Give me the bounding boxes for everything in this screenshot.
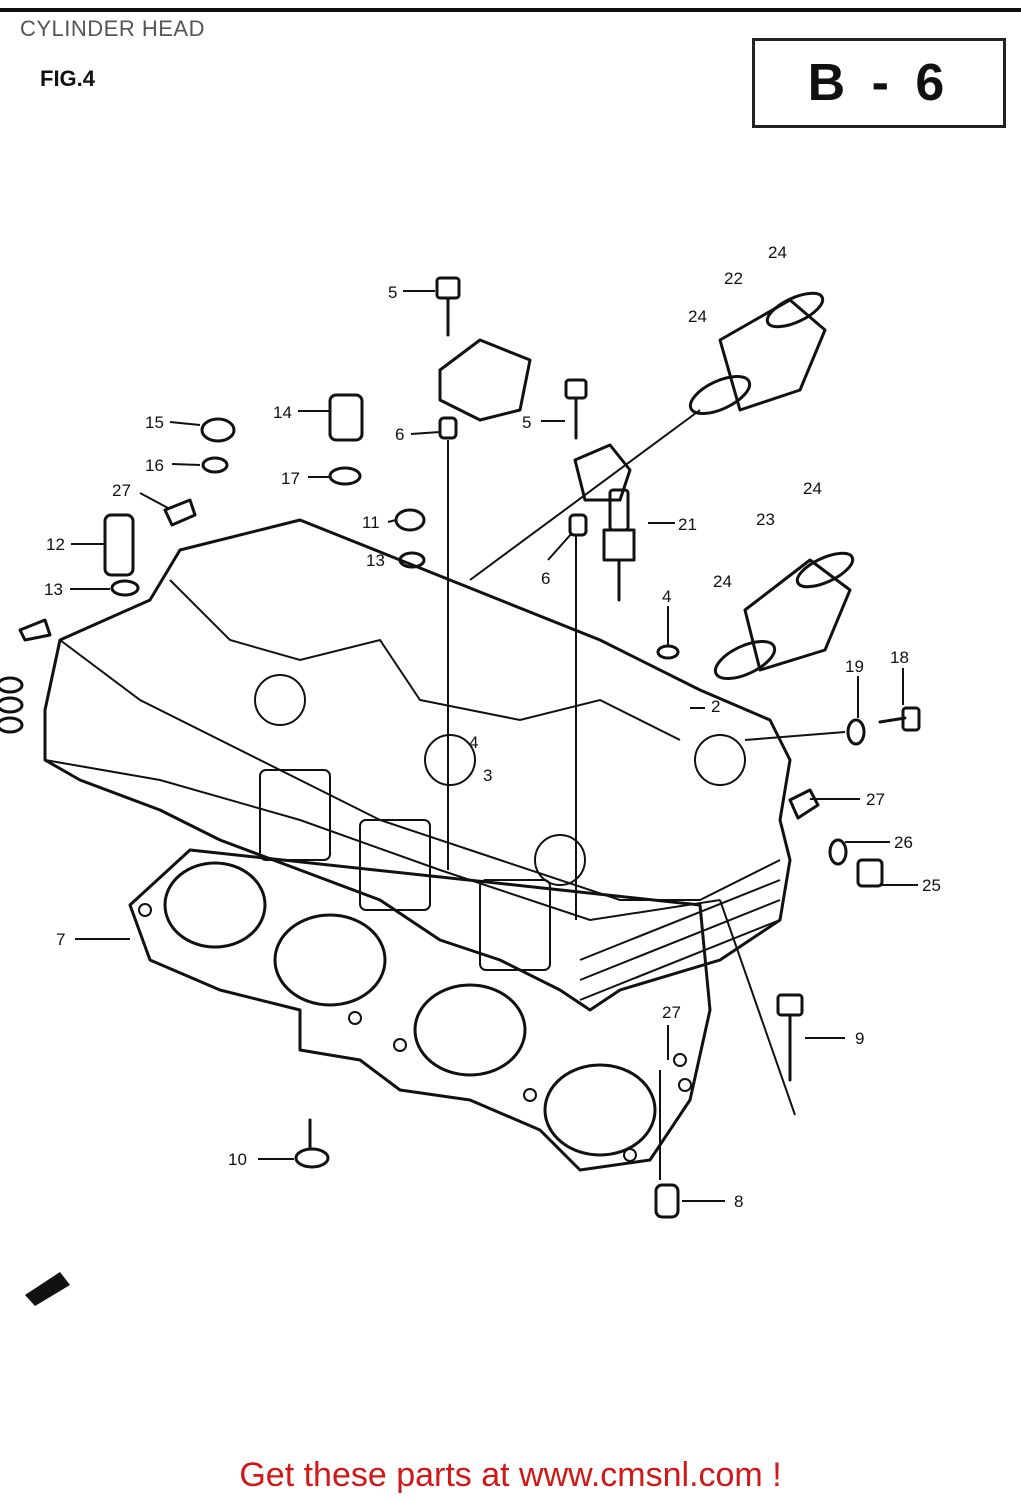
callout-24: 24 <box>688 307 707 326</box>
callout-27: 27 <box>662 1003 681 1022</box>
callout-11: 11 <box>362 513 380 532</box>
page-title: CYLINDER HEAD <box>20 16 205 41</box>
cylinder-head-drawing <box>43 518 792 1012</box>
sleeve-12 <box>103 513 135 577</box>
plug-27-left <box>163 498 197 527</box>
plug-25 <box>856 858 884 888</box>
callout-17: 17 <box>281 469 300 488</box>
plug-27-right <box>788 788 820 820</box>
callout-4: 4 <box>469 733 478 752</box>
bolt-10 <box>294 1118 330 1169</box>
callout-25: 25 <box>922 876 941 895</box>
washer-4 <box>656 644 680 660</box>
callout-6: 6 <box>395 425 404 444</box>
spark-plug-drawing <box>602 488 636 602</box>
callout-14: 14 <box>273 403 292 422</box>
callout-18: 18 <box>890 648 909 667</box>
callout-15: 15 <box>145 413 164 432</box>
washer-26 <box>828 838 848 866</box>
callout-5: 5 <box>388 283 397 302</box>
front-arrow-icon <box>25 1272 70 1306</box>
cam-cap-drawing <box>438 338 532 422</box>
top-rule <box>0 8 1021 12</box>
bolt-18 <box>878 706 921 732</box>
callout-13: 13 <box>366 551 385 570</box>
section-code-box: B - 6 <box>752 38 1006 128</box>
callout-7: 7 <box>56 930 65 949</box>
nut-15 <box>200 417 236 443</box>
callout-21: 21 <box>678 515 697 534</box>
callout-26: 26 <box>894 833 913 852</box>
callout-6: 6 <box>541 569 550 588</box>
callout-9: 9 <box>855 1029 864 1048</box>
figure-label: FIG.4 <box>40 66 96 91</box>
nut-11 <box>394 508 426 532</box>
bolt-5-mid <box>564 378 588 440</box>
callout-2: 2 <box>711 697 720 716</box>
callout-4: 4 <box>662 587 671 606</box>
dowel-6-top <box>438 416 458 440</box>
plug-cap-14 <box>328 393 364 442</box>
washer-13b <box>398 551 426 569</box>
dowel-6-mid <box>568 513 588 537</box>
callout-5: 5 <box>522 413 531 432</box>
callout-23: 23 <box>756 510 775 529</box>
leader-lines <box>70 290 918 1202</box>
washer-13 <box>110 579 140 597</box>
left-edge-parts <box>0 618 52 734</box>
washer-16 <box>201 456 229 474</box>
clamp-24-a <box>765 291 825 329</box>
oring-17 <box>328 466 362 486</box>
washer-19 <box>846 718 866 746</box>
callout-12: 12 <box>46 535 65 554</box>
callout-13: 13 <box>44 580 63 599</box>
callout-27: 27 <box>112 481 131 500</box>
callout-16: 16 <box>145 456 164 475</box>
section-code: B - 6 <box>807 54 951 112</box>
bolt-9 <box>776 993 804 1082</box>
callout-24: 24 <box>713 572 732 591</box>
clamp-24-b <box>688 374 752 416</box>
footer-promo-text: Get these parts at www.cmsnl.com ! <box>239 1456 782 1494</box>
callout-24: 24 <box>768 243 787 262</box>
callout-numbers: 24 22 24 5 14 15 5 6 16 17 27 11 21 24 2… <box>44 243 941 1211</box>
intake-pipe-23 <box>743 558 852 672</box>
callout-3: 3 <box>483 766 492 785</box>
callout-24: 24 <box>803 479 822 498</box>
callout-10: 10 <box>228 1150 247 1169</box>
cam-cap-small-drawing <box>573 443 632 502</box>
clamp-24-c <box>795 551 855 589</box>
callout-27: 27 <box>866 790 885 809</box>
callout-19: 19 <box>845 657 864 676</box>
callout-22: 22 <box>724 269 743 288</box>
head-gasket-drawing <box>128 848 712 1172</box>
bolt-5-top <box>435 276 461 337</box>
clamp-24-d <box>713 639 777 681</box>
dowel-8 <box>654 1183 680 1219</box>
callout-8: 8 <box>734 1192 743 1211</box>
